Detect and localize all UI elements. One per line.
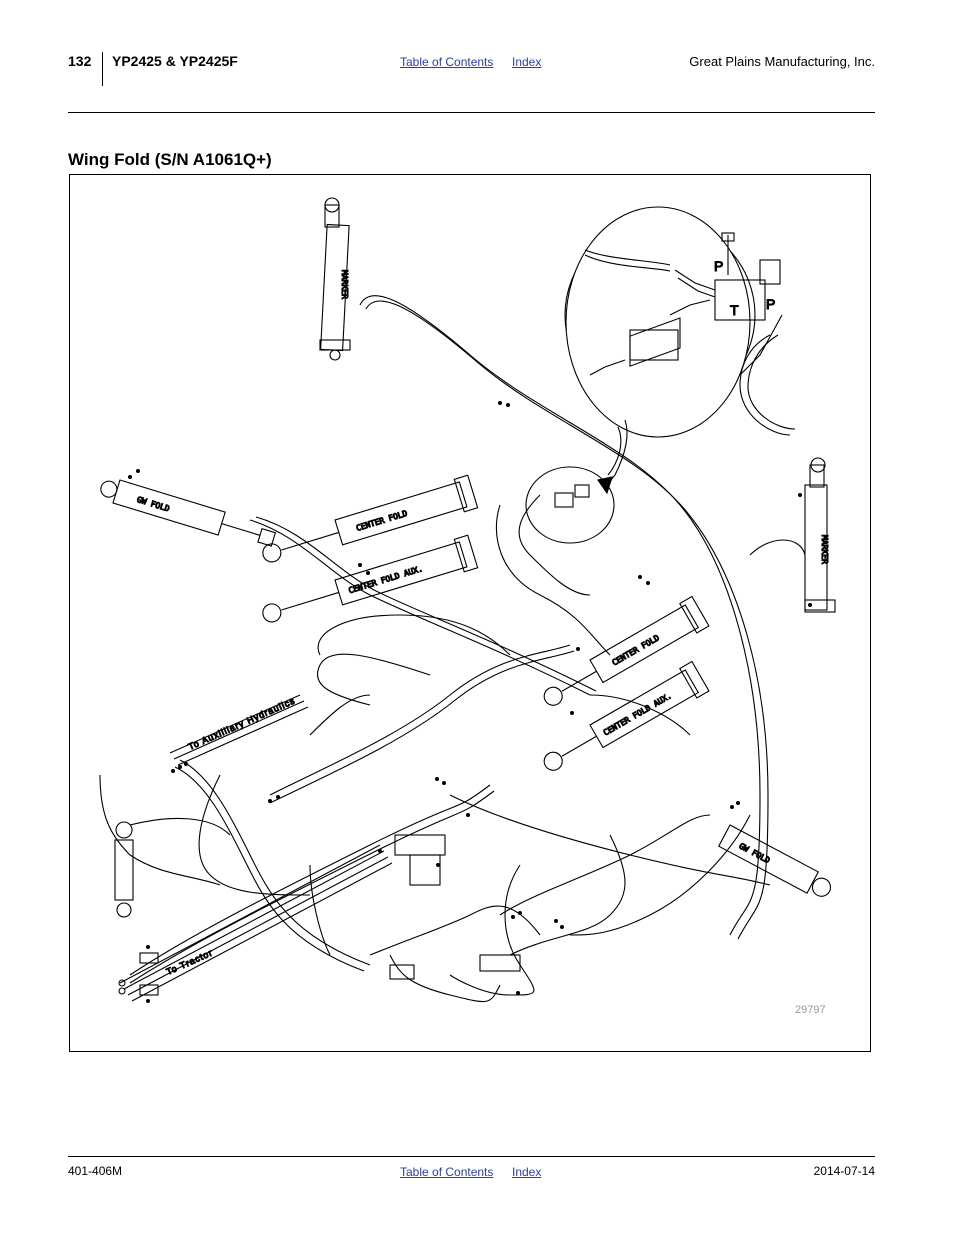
marker-cylinder-right: MARKER [804, 457, 836, 613]
center-fold-aux-cylinder-left-label: CENTER FOLD AUX. [347, 564, 423, 595]
valve-block [389, 834, 521, 980]
marker-cylinder-left: MARKER [319, 197, 351, 361]
gw-fold-cylinder-upper-label: GW FOLD [136, 495, 171, 514]
header-rule [68, 112, 875, 113]
center-fold-cylinder-upper-left: CENTER FOLD [262, 474, 479, 563]
detail-origin [525, 419, 628, 544]
center-fold-cylinder-upper-left-label: CENTER FOLD [355, 509, 408, 533]
detail-callout: P T P [564, 206, 796, 438]
header-divider [102, 52, 103, 86]
hose-lines [99, 295, 806, 1003]
svg-text:P: P [714, 258, 724, 274]
diagram-frame [69, 174, 871, 1052]
lift-cylinder-left [114, 821, 134, 918]
tractor-line-bundle [119, 844, 393, 1002]
fittings [128, 401, 812, 1003]
footer-index-link[interactable]: Index [512, 1165, 542, 1179]
document-number: 401-406M [68, 1164, 123, 1178]
svg-text:P: P [766, 296, 776, 312]
section-title: Wing Fold (S/N A1061Q+) [68, 150, 272, 169]
tractor-couplers [118, 952, 159, 996]
wing-fold-diagram: MARKER MARKER GW FOLD GW FOLD [99, 197, 836, 1003]
marker-cylinder-right-label: MARKER [820, 535, 829, 564]
tractor-label: To Tractor [165, 947, 215, 976]
center-fold-cylinder-right-label: CENTER FOLD [611, 633, 662, 667]
header-toc-link[interactable]: Table of Contents [400, 55, 494, 69]
publication-date: 2014-07-14 [813, 1164, 875, 1178]
center-fold-cylinder-right: CENTER FOLD [543, 595, 710, 706]
company-name: Great Plains Manufacturing, Inc. [689, 54, 875, 69]
gw-fold-cylinder-upper: GW FOLD [100, 479, 277, 547]
footer-rule [68, 1156, 875, 1157]
aux-line-bundle [169, 694, 309, 766]
page-number: 132 [68, 53, 92, 69]
center-fold-aux-cylinder-right: CENTER FOLD AUX. [543, 660, 710, 771]
svg-text:T: T [730, 302, 740, 318]
gw-fold-cylinder-lower: GW FOLD [717, 824, 832, 897]
footer-toc-link[interactable]: Table of Contents [400, 1165, 494, 1179]
header-index-link[interactable]: Index [512, 55, 542, 69]
figure-number: 29797 [795, 1004, 826, 1016]
marker-cylinder-left-label: MARKER [340, 270, 349, 299]
model-name: YP2425 & YP2425F [112, 53, 238, 69]
aux-hydraulics-label: To Auxilliary Hydraulics [187, 695, 297, 751]
